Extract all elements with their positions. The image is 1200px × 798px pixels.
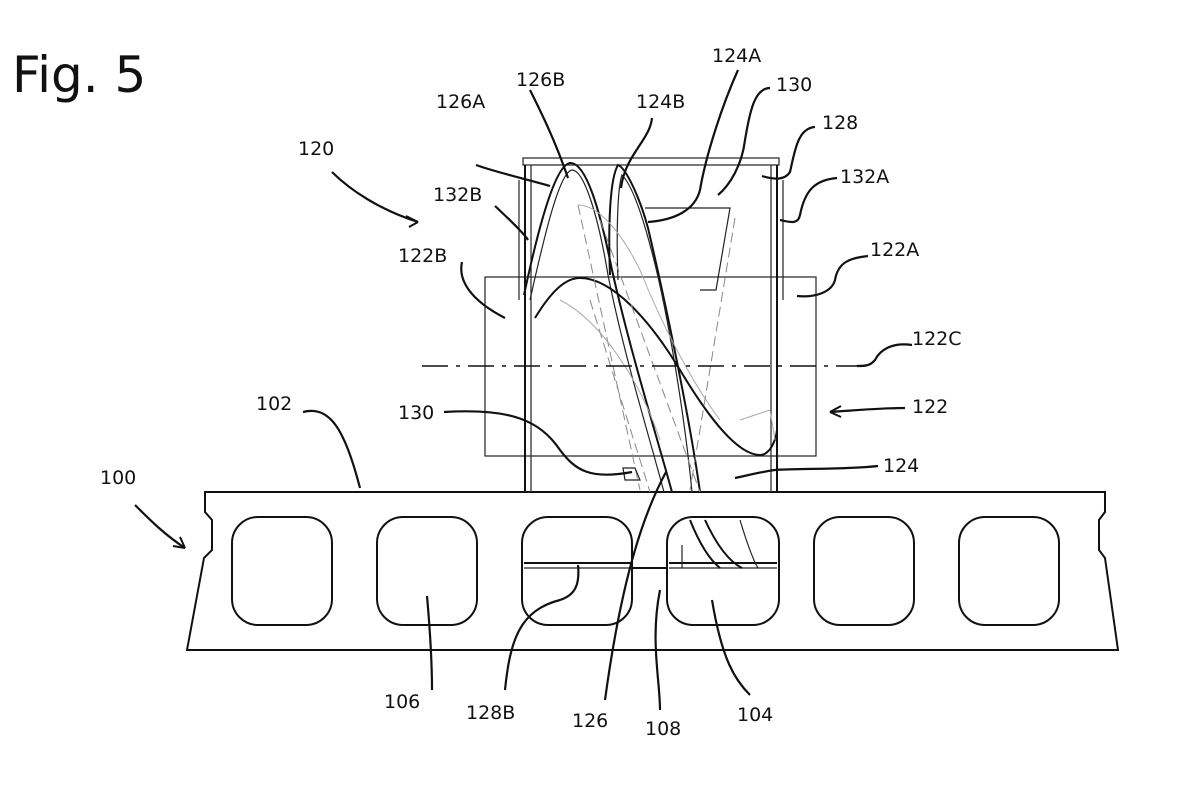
slab-core-5 xyxy=(814,517,914,625)
label-128B: 128B xyxy=(466,702,515,724)
figure-title: Fig. 5 xyxy=(12,46,146,104)
label-128: 128 xyxy=(822,112,858,134)
label-132B: 132B xyxy=(433,184,482,206)
slab xyxy=(187,492,1118,650)
label-126A: 126A xyxy=(436,91,485,113)
label-120: 120 xyxy=(298,138,334,160)
label-126: 126 xyxy=(572,710,608,732)
label-124: 124 xyxy=(883,455,919,477)
slab-core-6 xyxy=(959,517,1059,625)
label-106: 106 xyxy=(384,691,420,713)
slab-core-4 xyxy=(667,517,779,625)
label-100: 100 xyxy=(100,467,136,489)
label-104: 104 xyxy=(737,704,773,726)
label-122B: 122B xyxy=(398,245,447,267)
label-102: 102 xyxy=(256,393,292,415)
label-122A: 122A xyxy=(870,239,919,261)
label-124B: 124B xyxy=(636,91,685,113)
label-130-top: 130 xyxy=(776,74,812,96)
label-130-mid: 130 xyxy=(398,402,434,424)
label-122C: 122C xyxy=(912,328,962,350)
label-132A: 132A xyxy=(840,166,889,188)
label-122: 122 xyxy=(912,396,948,418)
label-108: 108 xyxy=(645,718,681,740)
label-124A: 124A xyxy=(712,45,761,67)
label-126B: 126B xyxy=(516,69,565,91)
slab-core-1 xyxy=(232,517,332,625)
